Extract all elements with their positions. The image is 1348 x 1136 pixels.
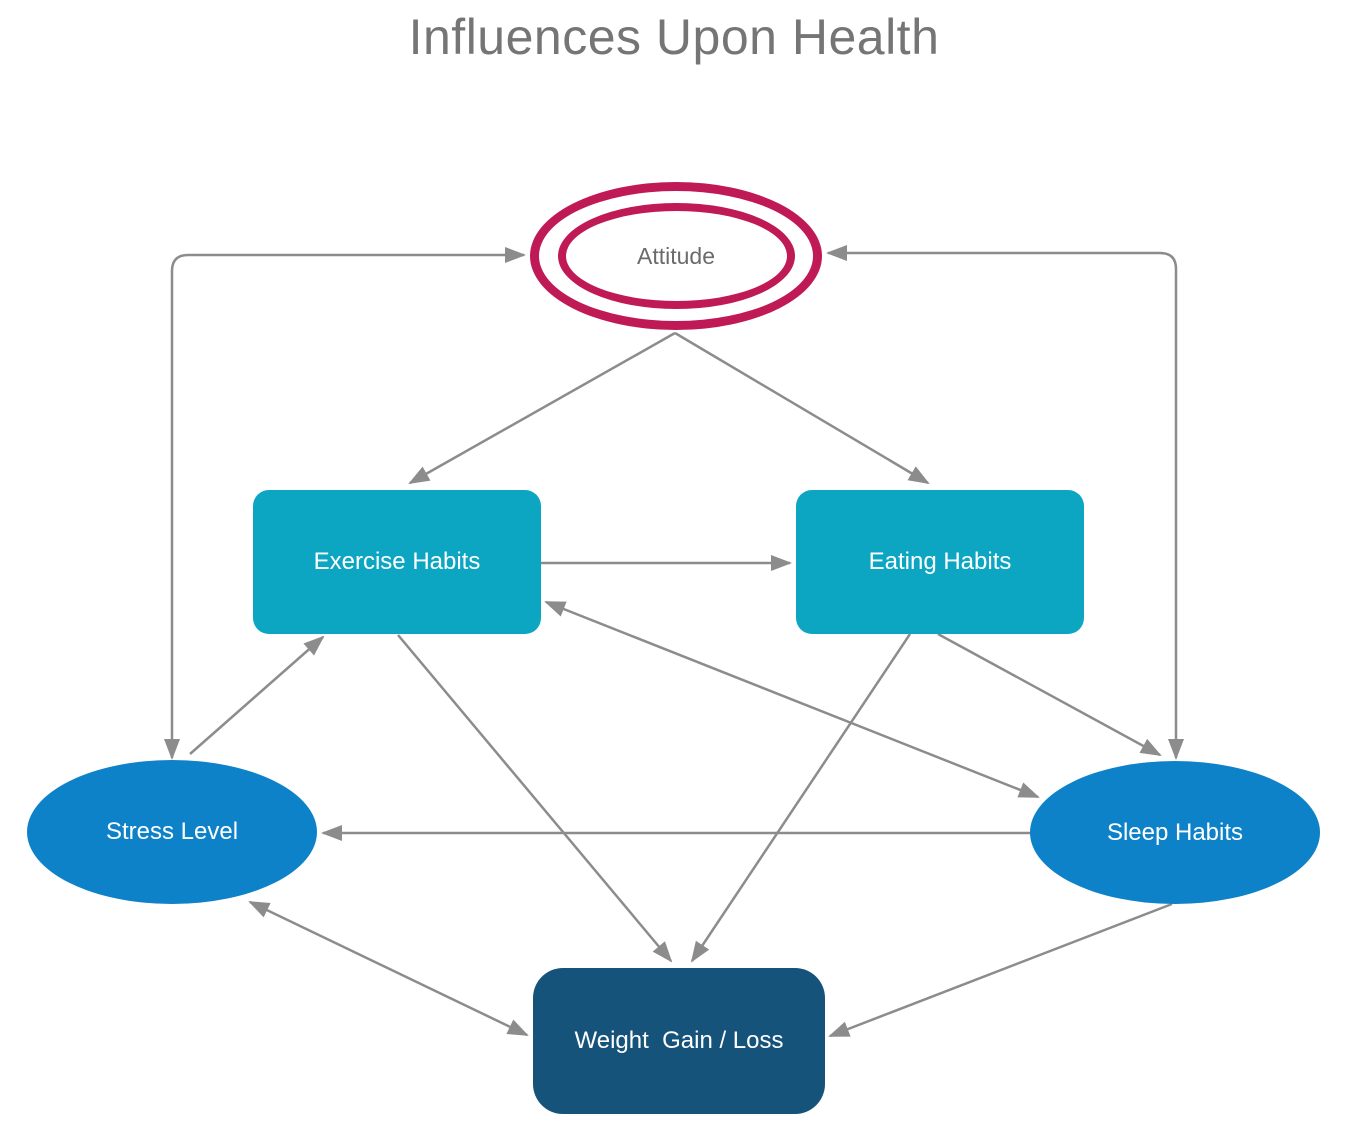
node-weight-gain-loss-label: Weight Gain / Loss (574, 1027, 784, 1054)
edge-sleep-attitude (826, 245, 1184, 760)
node-exercise-habits: Exercise Habits (253, 490, 541, 634)
node-weight-gain-loss: Weight Gain / Loss (533, 968, 825, 1114)
attitude-inner-ellipse: Attitude (557, 203, 795, 309)
diagram-title: Influences Upon Health (408, 9, 940, 65)
edge-eating-sleep (937, 632, 1162, 757)
edge-sleep-weight (828, 902, 1173, 1038)
node-stress-level: Stress Level (27, 760, 317, 904)
node-eating-habits: Eating Habits (796, 490, 1084, 634)
edge-attitude-eating (674, 331, 930, 485)
edge-attitude-exercise (408, 331, 676, 485)
edge-sleep-exercise (544, 600, 1040, 799)
node-sleep-habits-label: Sleep Habits (1106, 818, 1244, 846)
edge-exercise-weight (397, 634, 673, 963)
node-sleep-habits: Sleep Habits (1030, 761, 1320, 904)
edge-eating-weight (690, 633, 912, 963)
node-eating-habits-label: Eating Habits (868, 548, 1012, 575)
node-attitude-label: Attitude (637, 242, 715, 269)
node-attitude: Attitude (530, 182, 822, 330)
node-stress-level-label: Stress Level (105, 818, 239, 845)
edge-stress-exercise (189, 635, 325, 755)
edge-stress-attitude (164, 247, 526, 760)
edge-stress-weight (248, 900, 529, 1037)
node-exercise-habits-label: Exercise Habits (313, 548, 481, 575)
